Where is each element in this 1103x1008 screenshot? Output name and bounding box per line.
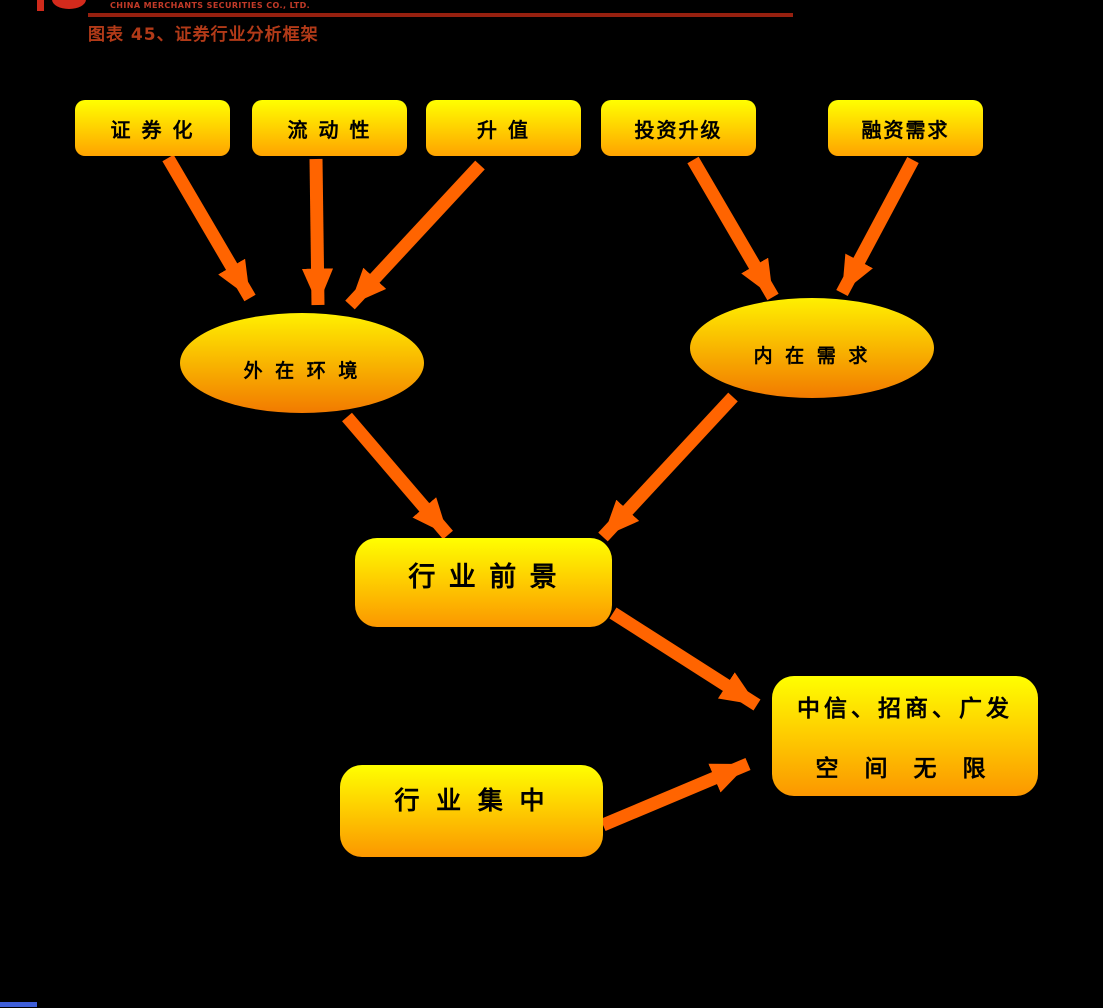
node-securitization: 证 券 化: [75, 100, 230, 156]
node-label: 升 值: [477, 117, 530, 142]
arrow-industry-prospect-to-result: [609, 607, 761, 711]
node-external-environment: 外 在 环 境: [180, 313, 424, 413]
node-industry-concentration: 行 业 集 中: [340, 765, 603, 857]
node-label: 外 在 环 境: [243, 360, 361, 382]
node-liquidity: 流 动 性: [252, 100, 407, 156]
arrow-industry-concentration-to-result: [600, 758, 751, 831]
node-label: 流 动 性: [287, 117, 372, 142]
logo-text: CHINA MERCHANTS SECURITIES CO., LTD.: [110, 1, 311, 10]
arrow-appreciation-to-external-environment: [345, 160, 485, 310]
node-label: 内 在 需 求: [753, 345, 871, 367]
node-investment-upgrade: 投资升级: [601, 100, 756, 156]
logo-mark: [37, 0, 44, 11]
arrow-external-environment-to-industry-prospect: [342, 412, 453, 540]
result-line2: 空 间 无 限: [815, 756, 995, 782]
footer-rule-fragment: [0, 1002, 37, 1007]
cms-logo-icon: [52, 0, 86, 9]
arrow-internal-demand-to-industry-prospect: [598, 392, 738, 542]
node-label: 融资需求: [861, 117, 950, 142]
node-label: 行 业 前 景: [408, 562, 559, 593]
node-financing-demand: 融资需求: [828, 100, 983, 156]
node-result: 中信、招商、广发 空 间 无 限: [772, 676, 1038, 796]
node-industry-prospect: 行 业 前 景: [355, 538, 612, 627]
header-rule: [88, 13, 793, 17]
figure-title: 图表 45、证券行业分析框架: [88, 25, 319, 45]
node-label: 行 业 集 中: [394, 786, 549, 815]
arrow-liquidity-to-external-environment: [301, 158, 334, 306]
node-internal-demand: 内 在 需 求: [690, 298, 934, 398]
arrow-securitization-to-external-environment: [162, 154, 256, 302]
arrow-financing-demand-to-internal-demand: [836, 156, 919, 297]
node-label: 证 券 化: [110, 117, 195, 142]
arrow-investment-upgrade-to-internal-demand: [687, 156, 779, 301]
result-line1: 中信、招商、广发: [797, 696, 1013, 722]
node-appreciation: 升 值: [426, 100, 581, 156]
node-label: 投资升级: [634, 117, 723, 142]
